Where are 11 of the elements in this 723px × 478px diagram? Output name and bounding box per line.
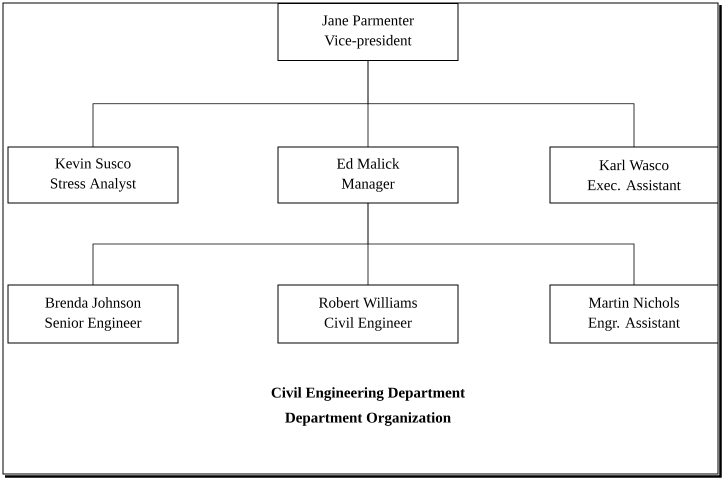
connector-line xyxy=(368,203,634,285)
title-text: Civil Engineering Department xyxy=(272,387,466,401)
person-box: Kevin Susco Stress Analyst xyxy=(8,146,178,204)
person-box: Brenda Johnson Senior Engineer xyxy=(8,284,178,344)
connector-line xyxy=(368,60,634,147)
person-box: Ed Malick Manager xyxy=(278,146,458,204)
person-box: Jane Parmenter Vice-president xyxy=(278,3,458,61)
person-box: Robert Williams Civil Engineer xyxy=(278,284,458,344)
person-box: Karl Wasco Exec. Assistant xyxy=(550,146,718,204)
title-text: Department Organization xyxy=(285,412,451,426)
person-box: Martin Nichols Engr. Assistant xyxy=(550,284,718,344)
